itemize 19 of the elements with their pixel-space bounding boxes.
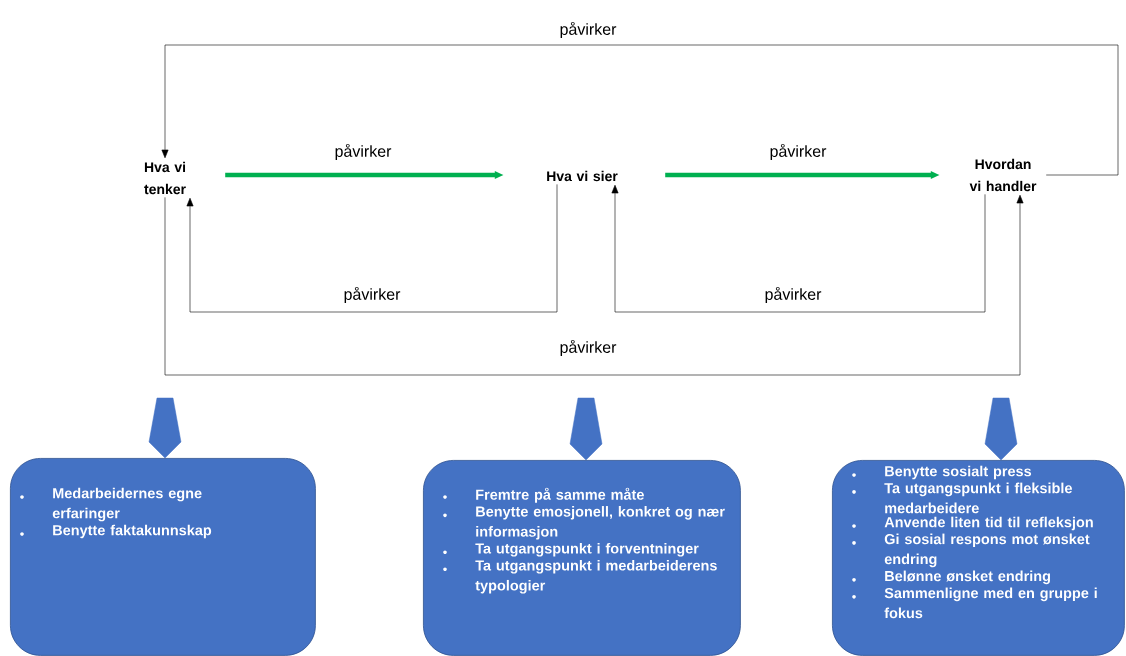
block-arrow [148, 397, 182, 459]
concept-label: Hva vi tenker [144, 161, 186, 195]
edge-label: påvirker [558, 20, 618, 40]
block-arrow [984, 397, 1018, 461]
concept-label: Hva vi sier [547, 170, 618, 182]
edge-label: påvirker [768, 142, 828, 162]
arrow [164, 194, 1024, 376]
edge-label: påvirker [342, 285, 402, 305]
text-box: Benytte sosialt press Ta utgangspunkt i fleksible medarbeidere Anvende liten tid til refleksjon Gi sosial respons mot ønsket endring Belønne ønsket endring Sammenligne med en gruppe i fokus [832, 460, 1125, 656]
edge-label: påvirker [558, 338, 618, 358]
edge-label: påvirker [333, 142, 393, 162]
concept-label: Hvordan vi handler [969, 158, 1037, 192]
text-box: Medarbeidernes egne erfaringer Benytte faktakunnskap [10, 458, 316, 656]
block-arrow [569, 397, 603, 461]
arrow [186, 184, 558, 313]
arrow [611, 184, 986, 313]
arrow [161, 44, 1119, 176]
text-box: Fremtre på samme måte Benytte emosjonell, konkret og nær informasjon Ta utgangspunkt i forventninger Ta utgangspunkt i medarbeiderens typologier [423, 460, 741, 656]
edge-label: påvirker [763, 285, 823, 305]
